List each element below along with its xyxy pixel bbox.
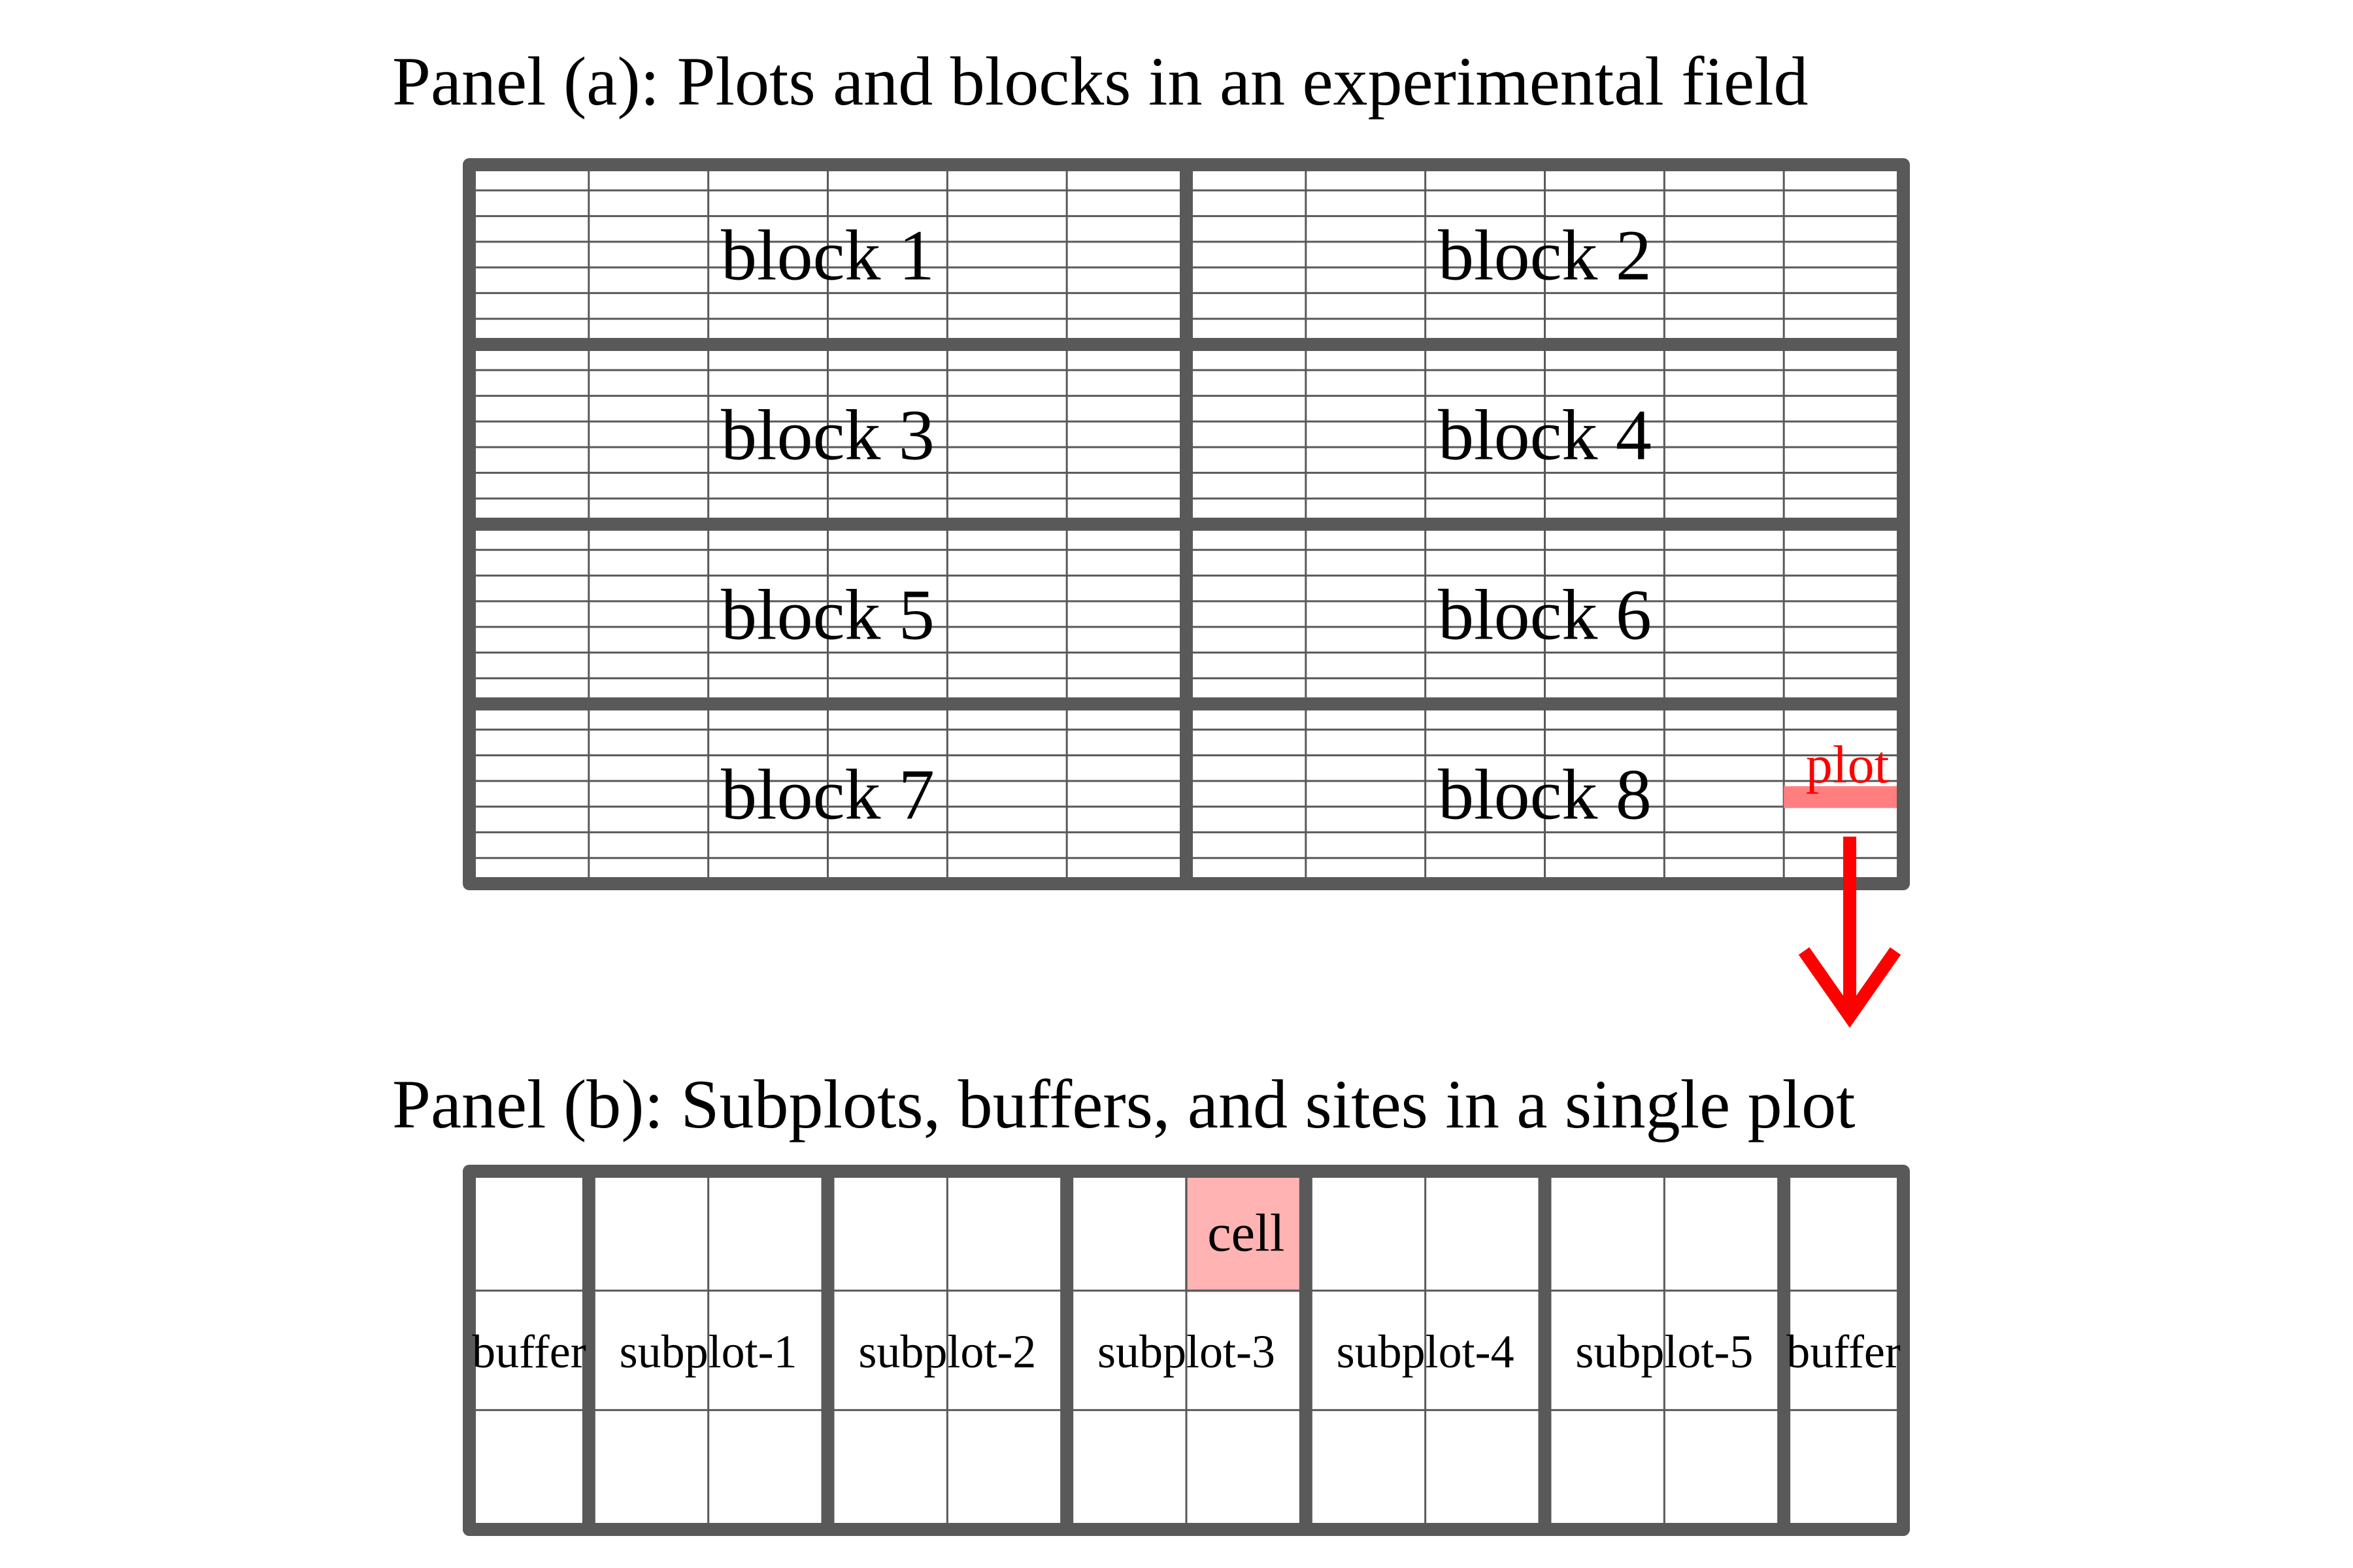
block-label: block 1 xyxy=(721,216,935,295)
buffer-label: buffer xyxy=(1786,1326,1901,1378)
block-label: block 8 xyxy=(1438,755,1652,835)
subplot-label: subplot-2 xyxy=(858,1326,1036,1378)
subplot-label: subplot-3 xyxy=(1097,1326,1275,1378)
block-label: block 5 xyxy=(721,575,935,655)
subplot-label: subplot-5 xyxy=(1575,1326,1753,1378)
panel-a-title: Panel (a): Plots and blocks in an experi… xyxy=(392,43,1809,120)
cell-label: cell xyxy=(1207,1203,1284,1262)
panel-a-field: block 1 block 2 block 3 block 4 block 5 block… xyxy=(463,158,1910,890)
field-border xyxy=(463,158,1910,890)
down-arrow-icon xyxy=(1798,837,1901,1028)
panel-b-title: Panel (b): Subplots, buffers, and sites … xyxy=(392,1066,1856,1143)
subplot-label: subplot-4 xyxy=(1337,1326,1514,1378)
highlighted-plot xyxy=(1784,786,1903,809)
block-label: block 2 xyxy=(1438,216,1652,295)
buffer-label: buffer xyxy=(472,1326,586,1378)
block-label: block 4 xyxy=(1438,395,1652,475)
subplot-label: subplot-1 xyxy=(620,1326,797,1378)
block-label: block 7 xyxy=(721,755,935,835)
block-label: block 3 xyxy=(721,395,935,475)
block-label: block 6 xyxy=(1438,575,1652,655)
plot-label: plot xyxy=(1806,735,1890,794)
plot-border xyxy=(463,1165,1910,1536)
panel-b-plot: buffer subplot-1 subplot-2 subplot-3 subplot… xyxy=(463,1165,1910,1536)
